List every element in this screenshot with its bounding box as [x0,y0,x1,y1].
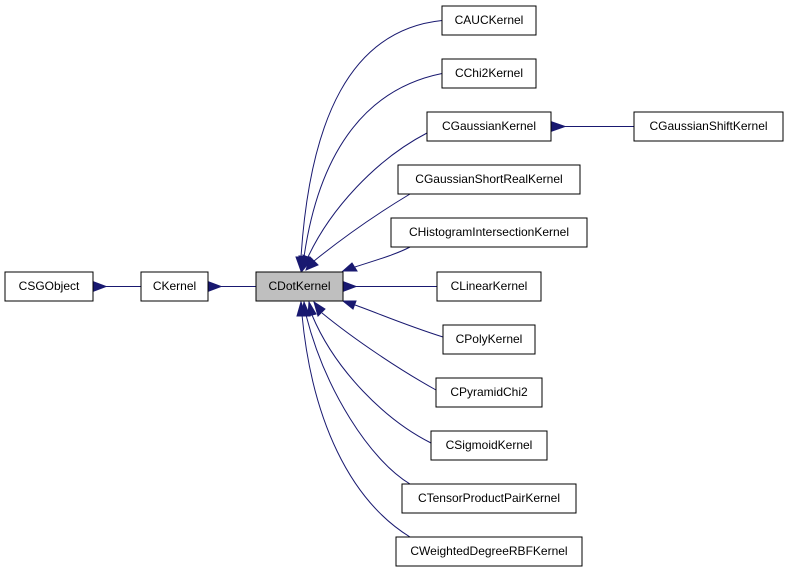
node-label-chistogramintersectionkernel: CHistogramIntersectionKernel [409,225,569,239]
node-cgaussianshiftkernel[interactable]: CGaussianShiftKernel [633,111,784,142]
node-cpolykernel[interactable]: CPolyKernel [442,324,536,355]
arrowhead-icon [208,281,223,292]
node-label-cchi2kernel: CChi2Kernel [455,66,523,80]
node-label-ctensorproductpairkernel: CTensorProductPairKernel [418,491,560,505]
edge-cdotkernel-to-ckernel [208,281,256,292]
edge-ctensorproductpairkernel-to-cdotkernel [300,300,411,485]
edge-line [321,312,437,391]
node-label-cgaussianshortrealkernel: CGaussianShortRealKernel [415,172,562,186]
node-cgaussiankernel[interactable]: CGaussianKernel [426,111,552,142]
edge-csigmoidkernel-to-cdotkernel [307,300,432,444]
node-ctensorproductpairkernel[interactable]: CTensorProductPairKernel [401,483,577,514]
edge-line [300,20,443,258]
edge-line [354,304,444,338]
arrowhead-icon [307,300,317,317]
arrowhead-icon [313,300,326,317]
node-label-ckernel: CKernel [153,279,196,293]
edge-cpolykernel-to-cdotkernel [341,300,444,338]
node-label-cgaussianshiftkernel: CGaussianShiftKernel [649,119,767,133]
arrowhead-icon [551,121,567,132]
node-label-cpolykernel: CPolyKernel [456,332,523,346]
node-csigmoidkernel[interactable]: CSigmoidKernel [430,430,548,461]
edge-chistogramintersectionkernel-to-cdotkernel [341,246,411,272]
edge-line [354,246,411,268]
node-label-csigmoidkernel: CSigmoidKernel [446,438,533,452]
node-label-clinearkernel: CLinearKernel [451,279,528,293]
edges [93,20,634,538]
node-label-cweighteddegreerbfkernel: CWeightedDegreeRBFKernel [410,544,567,558]
arrowhead-icon [341,300,357,310]
arrowhead-icon [296,300,307,317]
nodes: CSGObject CKernel CDotKernel CAUCKernel … [4,5,784,567]
node-label-cpyramidchi2: CPyramidChi2 [450,385,528,399]
node-label-caucKernel: CAUCKernel [455,13,524,27]
node-chistogramintersectionkernel[interactable]: CHistogramIntersectionKernel [390,217,588,248]
node-label-csgobject: CSGObject [19,279,80,293]
node-csgobject[interactable]: CSGObject [4,271,94,302]
edge-clinearkernel-to-cdotkernel [343,281,437,292]
node-cdotkernel[interactable]: CDotKernel [255,271,344,302]
arrowhead-icon [93,281,108,292]
node-ckernel[interactable]: CKernel [140,271,209,302]
edge-line [311,314,432,444]
edge-cgaussianshortrealkernel-to-cdotkernel [305,193,411,271]
node-label-cdotkernel: CDotKernel [268,279,330,293]
edge-cweighteddegreerbfkernel-to-cdotkernel [296,300,411,538]
edge-line [301,314,411,538]
edge-line [307,132,428,258]
node-caucKernel[interactable]: CAUCKernel [441,5,537,36]
edge-line [313,193,411,262]
arrowhead-icon [305,256,319,271]
edge-cpyramidchi2-to-cdotkernel [313,300,437,391]
edge-ckernel-to-csgobject [93,281,141,292]
edge-line [303,73,443,258]
node-cweighteddegreerbfkernel[interactable]: CWeightedDegreeRBFKernel [395,536,583,567]
node-cpyramidchi2[interactable]: CPyramidChi2 [435,377,543,408]
edge-line [305,314,411,485]
node-clinearkernel[interactable]: CLinearKernel [436,271,542,302]
edge-cgaussianshiftkernel-to-cgaussiankernel [551,121,634,132]
node-cgaussianshortrealkernel[interactable]: CGaussianShortRealKernel [397,164,581,195]
edge-cgaussiankernel-to-cdotkernel [302,132,428,272]
node-cchi2kernel[interactable]: CChi2Kernel [441,58,537,89]
node-label-cgaussiankernel: CGaussianKernel [442,119,536,133]
arrowhead-icon [341,262,358,272]
arrowhead-icon [343,281,358,292]
